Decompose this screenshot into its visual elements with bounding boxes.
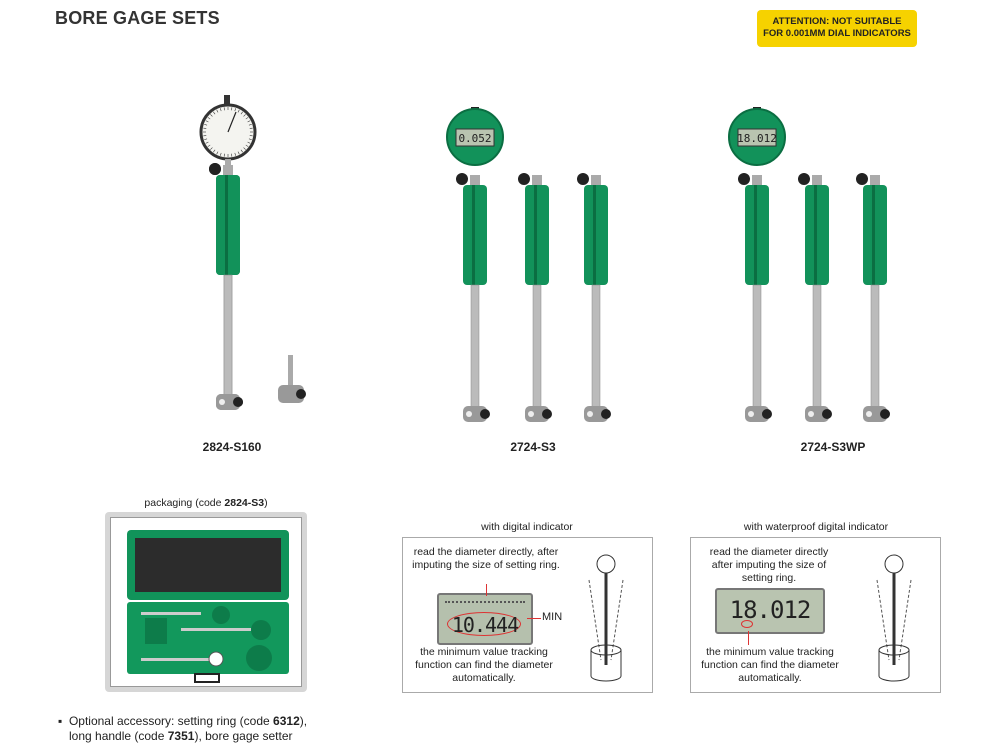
extension-rod [752, 284, 762, 411]
digital-indicator-2724-s3: 0.052 [446, 107, 504, 166]
analog-scale [445, 601, 525, 603]
measuring-diagram-icon [588, 554, 624, 682]
gage-2724-s3-1 [456, 173, 490, 422]
packaging-caption-suffix: ) [264, 497, 268, 509]
min-highlight [447, 612, 521, 636]
extension-rod [470, 284, 480, 411]
packaging-caption-prefix: packaging (code [144, 497, 225, 509]
extension-rod [812, 284, 822, 411]
callout-line [486, 584, 487, 596]
model-label-2824-s160: 2824-S160 [202, 440, 262, 454]
extension-rod [532, 284, 542, 411]
model-label-2724-s3: 2724-S3 [510, 440, 556, 454]
note-line2-prefix: long handle (code [69, 729, 168, 743]
waterproof-lcd-reading: 18.012 [729, 596, 812, 624]
extension-rod [591, 284, 601, 411]
indicator-reading: 0.052 [458, 132, 491, 145]
lock-knob [738, 173, 750, 185]
indicator-lcd [455, 128, 495, 147]
product-illustrations: 0.052 18.012 [199, 95, 890, 422]
measuring-head [463, 406, 487, 422]
waterproof-panel-top-text: read the diameter directly after imputin… [709, 546, 829, 584]
measuring-head [805, 406, 829, 422]
long-handle-code: 7351 [167, 729, 195, 743]
note-line2-suffix: ), bore gage setter [194, 729, 293, 743]
packaging-photo [110, 517, 302, 687]
min-indicator-highlight [741, 620, 753, 628]
dial-needle [227, 111, 237, 133]
digital-panel-top-text: read the diameter directly, after imputi… [412, 546, 560, 571]
lock-knob [209, 163, 221, 175]
bullet: ▪ [58, 714, 63, 728]
note-line1-suffix: ), [299, 714, 308, 728]
waterproof-panel-bottom-text: the minimum value tracking function can … [701, 646, 839, 684]
waterproof-lcd-display: 18.012 [715, 588, 825, 634]
page-title: BORE GAGE SETS [55, 8, 220, 28]
setting-ring-code: 6312 [273, 714, 300, 728]
packaging-frame [105, 512, 307, 692]
model-label-2724-s3wp: 2724-S3WP [800, 440, 866, 454]
case-illustration [127, 530, 289, 683]
gage-2724-s3wp-1 [738, 173, 772, 422]
indicator-reading: 18.012 [737, 132, 777, 145]
packaging-caption: packaging (code 2824-S3) [144, 497, 267, 509]
gage-2724-s3wp-2 [798, 173, 832, 422]
measuring-head [216, 394, 240, 410]
measuring-head [584, 406, 608, 422]
gage-2724-s3-2 [518, 173, 552, 422]
lock-knob [518, 173, 530, 185]
measuring-head [863, 406, 887, 422]
attention-line-2: FOR 0.001MM DIAL INDICATORS [763, 28, 911, 39]
digital-panel-bottom-text: the minimum value tracking function can … [415, 646, 553, 684]
lock-knob [456, 173, 468, 185]
digital-panel-caption: with digital indicator [481, 521, 573, 533]
digital-indicator-panel: read the diameter directly, after imputi… [402, 537, 653, 693]
attention-badge: ATTENTION: NOT SUITABLE FOR 0.001MM DIAL… [757, 10, 917, 47]
waterproof-indicator-panel: read the diameter directly after imputin… [690, 537, 941, 693]
waterproof-callout-line [748, 631, 749, 645]
gage-2724-s3-3 [577, 173, 611, 422]
gage-2824-s160-body [209, 163, 243, 410]
note-line1-prefix: Optional accessory: setting ring (code [68, 714, 274, 728]
extension-rod [870, 284, 880, 411]
waterproof-measuring-diagram-icon [876, 554, 912, 682]
gage-2724-s3wp-3 [856, 173, 890, 422]
extension-rod [223, 274, 233, 399]
lock-knob [856, 173, 868, 185]
min-label: MIN [542, 611, 563, 623]
measuring-head [525, 406, 549, 422]
measuring-head [745, 406, 769, 422]
lock-knob [577, 173, 589, 185]
lcd-display: 10.444 [437, 593, 533, 645]
waterproof-panel-caption: with waterproof digital indicator [743, 521, 889, 533]
gage-2824-s160 [199, 95, 257, 175]
case-foam [135, 538, 281, 592]
digital-indicator-2724-s3wp: 18.012 [728, 107, 786, 166]
lcd-reading: 10.444 [451, 613, 519, 637]
indicator-lcd [737, 128, 777, 147]
lock-knob [798, 173, 810, 185]
attention-line-1: ATTENTION: NOT SUITABLE [772, 16, 902, 27]
setting-piece [278, 355, 306, 403]
packaging-code: 2824-S3 [224, 497, 265, 509]
case-handle [194, 673, 220, 683]
optional-accessory-note: ▪ Optional accessory: setting ring (code… [58, 714, 307, 744]
